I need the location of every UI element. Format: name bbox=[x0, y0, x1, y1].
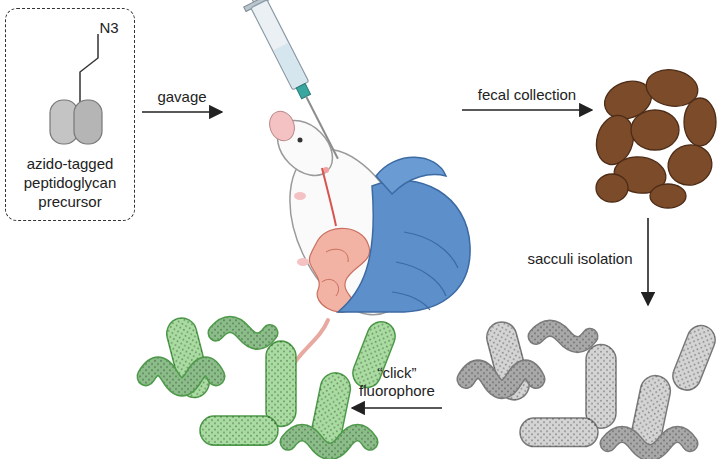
step-label: gavage bbox=[127, 88, 237, 106]
precursor-box: N3 azido-tagged peptidoglycan precursor bbox=[5, 8, 135, 221]
fecal-pellets bbox=[591, 66, 716, 208]
step-label: “click” fluorophore bbox=[349, 364, 445, 400]
node-label: azido-tagged peptidoglycan precursor bbox=[10, 155, 130, 211]
sacculi-cells bbox=[466, 318, 719, 452]
mouse-gavage bbox=[229, 0, 470, 370]
step-label: sacculi isolation bbox=[520, 250, 640, 268]
step-label: fecal collection bbox=[457, 86, 597, 104]
precursor-icon bbox=[50, 34, 102, 144]
group-label: N3 bbox=[94, 19, 124, 38]
